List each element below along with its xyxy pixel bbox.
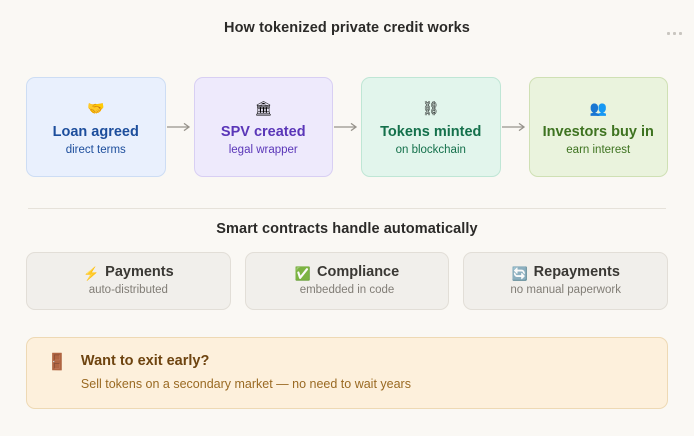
- feature-sublabel: no manual paperwork: [510, 284, 621, 297]
- feature-sublabel: auto-distributed: [88, 284, 168, 297]
- feature-row: ⚡ Payments auto-distributed ✅ Compliance…: [26, 252, 669, 310]
- arrow-right-icon: [501, 77, 529, 177]
- feature-card-repayments[interactable]: 🔄 Repayments no manual paperwork: [463, 252, 669, 310]
- feature-card-compliance[interactable]: ✅ Compliance embedded in code: [244, 252, 450, 310]
- flow-step-label: Loan agreed: [52, 124, 139, 141]
- arrow-right-icon: [333, 77, 361, 177]
- more-horizontal-icon-dot-2: [673, 32, 676, 35]
- feature-sublabel: embedded in code: [299, 284, 395, 297]
- feature-heading: 🔄 Repayments: [511, 264, 620, 281]
- section-divider: [28, 208, 666, 209]
- flow-step-loan-agreed[interactable]: 🤝 Loan agreed direct terms: [26, 77, 166, 177]
- feature-heading: ✅ Compliance: [294, 264, 400, 281]
- callout-text: Want to exit early? Sell tokens on a sec…: [80, 353, 411, 392]
- flow-step-investors-buy-in[interactable]: 👥 Investors buy in earn interest: [528, 77, 668, 177]
- check-mark-button-icon: ✅: [294, 265, 311, 281]
- flow-step-tokens-minted[interactable]: ⛓ Tokens minted on blockchain: [361, 77, 501, 177]
- classical-building-icon: 🏛: [254, 100, 273, 117]
- flow-step-label: Investors buy in: [542, 124, 654, 141]
- smart-contracts-heading-wrap: Smart contracts handle automatically: [0, 221, 694, 237]
- door-icon: 🚪: [47, 354, 67, 371]
- chains-icon: ⛓: [421, 100, 440, 117]
- smart-contracts-heading: Smart contracts handle automatically: [216, 221, 478, 237]
- handshake-icon: 🤝: [87, 100, 105, 117]
- feature-heading: ⚡ Payments: [82, 264, 174, 281]
- callout-title: Want to exit early?: [80, 353, 210, 370]
- feature-label: Compliance: [317, 264, 400, 281]
- feature-card-payments[interactable]: ⚡ Payments auto-distributed: [26, 252, 231, 310]
- exit-early-callout[interactable]: 🚪 Want to exit early? Sell tokens on a s…: [26, 337, 668, 409]
- flow-step-spv-created[interactable]: 🏛 SPV created legal wrapper: [193, 77, 333, 177]
- arrow-right-icon: [166, 77, 194, 177]
- lightning-bolt-icon: ⚡: [82, 265, 100, 281]
- flow-step-label: SPV created: [220, 124, 306, 141]
- flow-step-label: Tokens minted: [380, 124, 482, 141]
- counterclockwise-arrows-icon: 🔄: [511, 265, 528, 281]
- flow-step-sublabel: earn interest: [566, 143, 631, 156]
- people-icon: 👥: [589, 100, 607, 117]
- page-title: How tokenized private credit works: [224, 20, 470, 36]
- process-flow: 🤝 Loan agreed direct terms 🏛 SPV created…: [26, 77, 668, 177]
- flow-step-sublabel: direct terms: [65, 143, 126, 156]
- more-horizontal-icon-dot-3: [679, 32, 682, 35]
- flow-step-sublabel: legal wrapper: [228, 143, 298, 156]
- flow-step-sublabel: on blockchain: [395, 143, 466, 156]
- more-horizontal-icon-dot-1: [667, 32, 670, 35]
- overflow-menu-button[interactable]: [667, 32, 682, 35]
- feature-label: Payments: [105, 264, 174, 281]
- callout-subtitle: Sell tokens on a secondary market — no n…: [80, 377, 411, 392]
- feature-label: Repayments: [533, 264, 620, 281]
